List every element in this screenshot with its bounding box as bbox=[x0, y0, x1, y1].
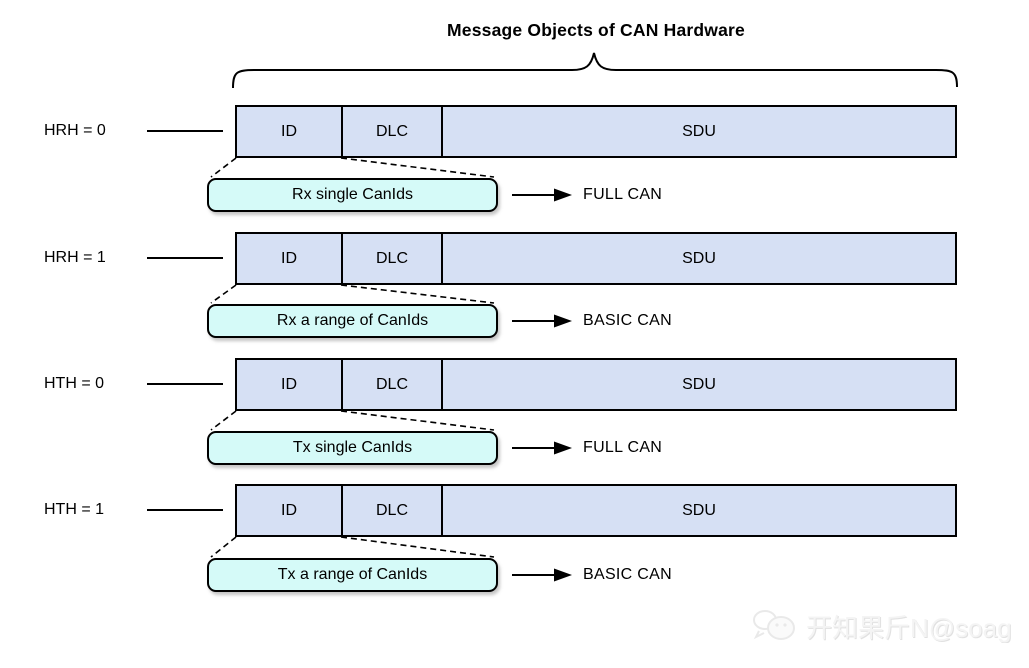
field-id: ID bbox=[281, 501, 297, 519]
field-id: ID bbox=[281, 249, 297, 267]
field-sdu: SDU bbox=[441, 486, 955, 535]
message-object-frame-hrh1: ID DLC SDU bbox=[235, 232, 957, 285]
field-id: ID bbox=[281, 122, 297, 140]
message-object-frame-hrh0: ID DLC SDU bbox=[235, 105, 957, 158]
row-label-hrh0: HRH = 0 bbox=[44, 122, 106, 139]
result-label: BASIC CAN bbox=[583, 312, 672, 329]
row-label-hrh1: HRH = 1 bbox=[44, 249, 106, 266]
field-sdu: SDU bbox=[441, 234, 955, 283]
callout-tx-single: Tx single CanIds bbox=[207, 431, 498, 465]
message-object-frame-hth0: ID DLC SDU bbox=[235, 358, 957, 411]
callout-rx-single: Rx single CanIds bbox=[207, 178, 498, 212]
callout-rx-range: Rx a range of CanIds bbox=[207, 304, 498, 338]
field-sdu: SDU bbox=[441, 107, 955, 156]
callout-tx-range: Tx a range of CanIds bbox=[207, 558, 498, 592]
result-label: BASIC CAN bbox=[583, 566, 672, 583]
field-dlc: DLC bbox=[341, 234, 441, 283]
watermark: 开知果斤N@soag bbox=[752, 600, 1022, 652]
field-dlc: DLC bbox=[341, 486, 441, 535]
diagram-title: Message Objects of CAN Hardware bbox=[447, 20, 745, 40]
result-arrows bbox=[512, 188, 572, 582]
message-object-frame-hth1: ID DLC SDU bbox=[235, 484, 957, 537]
field-id: ID bbox=[281, 375, 297, 393]
row-label-hth0: HTH = 0 bbox=[44, 375, 105, 392]
top-brace bbox=[232, 52, 958, 89]
field-sdu: SDU bbox=[441, 360, 955, 409]
field-dlc: DLC bbox=[341, 360, 441, 409]
result-label: FULL CAN bbox=[583, 186, 663, 203]
wechat-smiley-icon bbox=[753, 610, 795, 640]
result-label: FULL CAN bbox=[583, 439, 663, 456]
zoom-funnel-dashes bbox=[210, 157, 495, 558]
watermark-text: 开知果斤N@soag bbox=[806, 612, 1012, 643]
row-label-hth1: HTH = 1 bbox=[44, 501, 105, 518]
field-dlc: DLC bbox=[341, 107, 441, 156]
